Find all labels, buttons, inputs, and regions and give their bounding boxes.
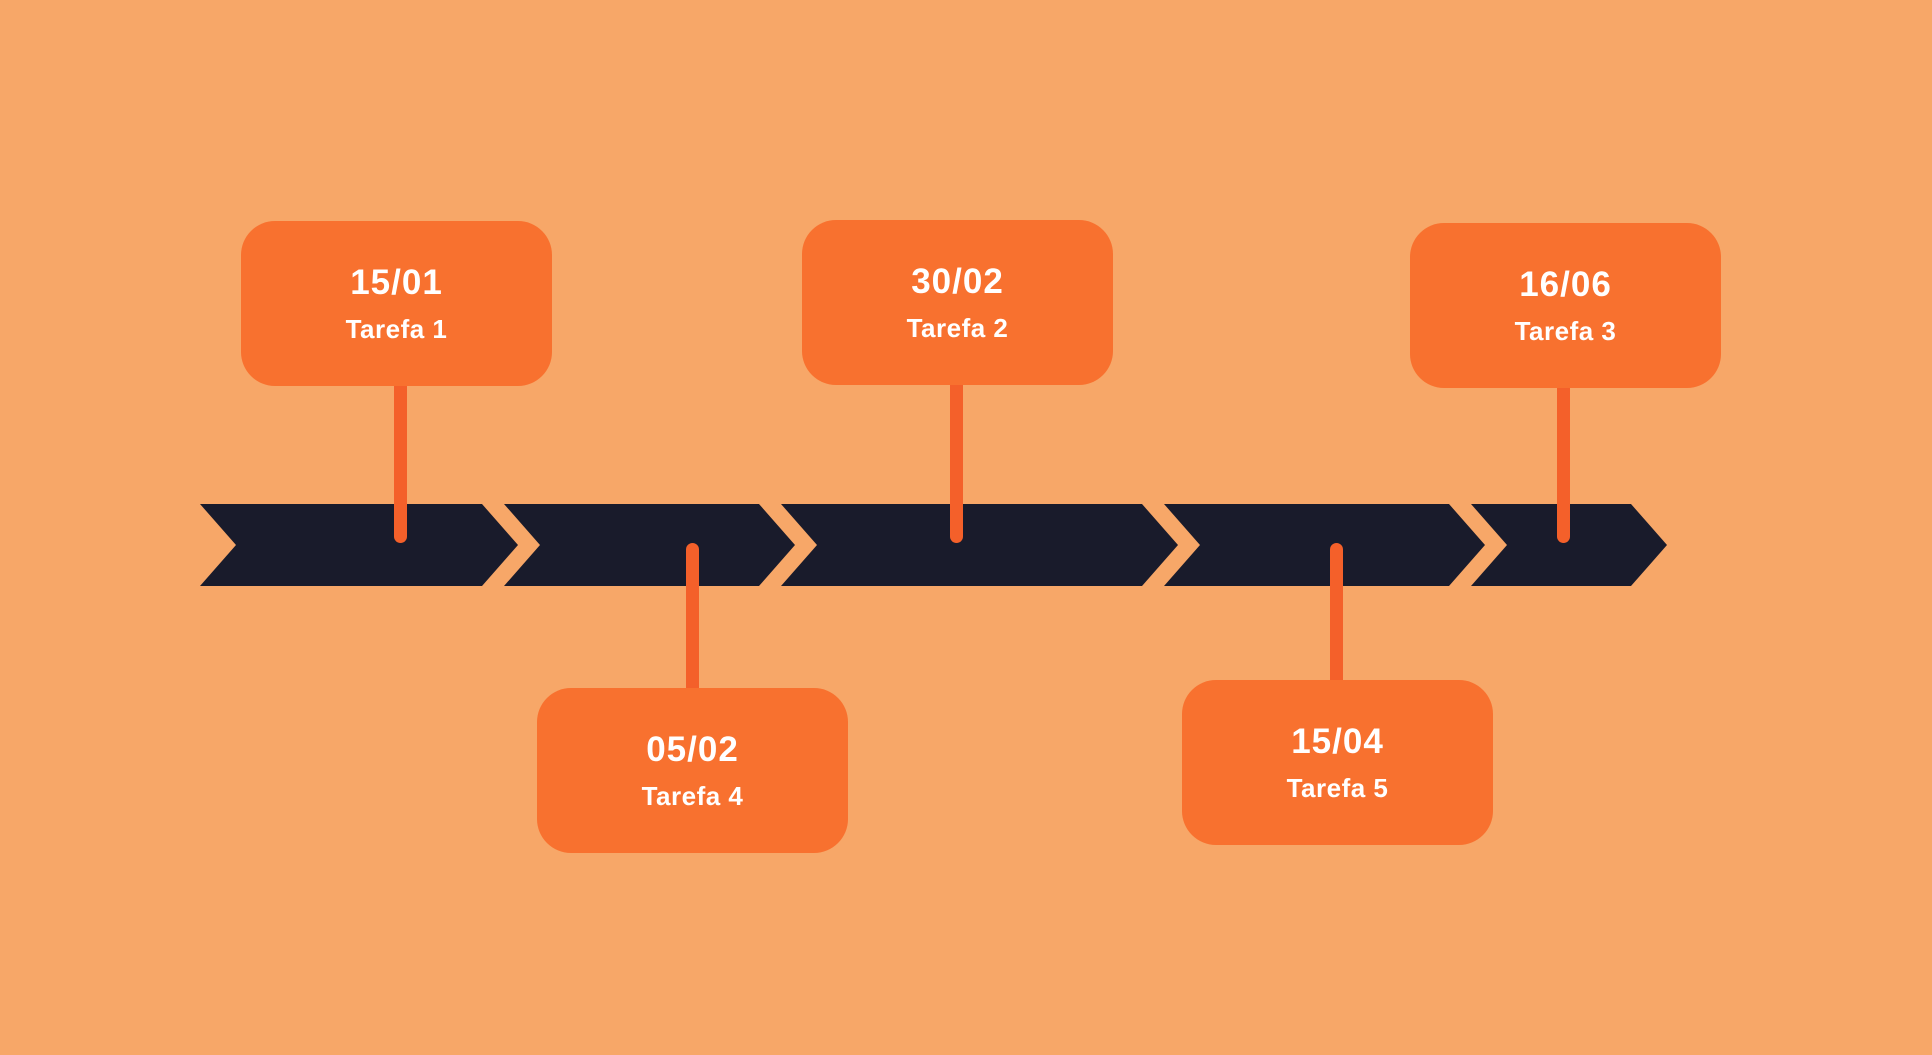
milestone-date: 30/02 xyxy=(911,262,1004,301)
milestone-label: Tarefa 2 xyxy=(906,313,1009,343)
connector-milestone-2 xyxy=(686,543,699,689)
milestone-date: 15/01 xyxy=(350,263,443,302)
milestone-date: 16/06 xyxy=(1519,265,1612,304)
timeline-segment-3 xyxy=(781,504,1178,586)
milestone-card-2: 05/02 Tarefa 4 xyxy=(537,688,848,853)
milestone-card-1: 15/01 Tarefa 1 xyxy=(241,221,552,386)
timeline-segment-5 xyxy=(1471,504,1667,586)
connector-milestone-4 xyxy=(1330,543,1343,681)
timeline-segment-4 xyxy=(1164,504,1485,586)
timeline-segment-2 xyxy=(504,504,795,586)
connector-milestone-5 xyxy=(1557,387,1570,543)
connector-milestone-1 xyxy=(394,385,407,543)
milestone-label: Tarefa 5 xyxy=(1286,773,1389,803)
milestone-card-4: 15/04 Tarefa 5 xyxy=(1182,680,1493,845)
timeline-segment-1 xyxy=(200,504,518,586)
milestone-label: Tarefa 1 xyxy=(345,314,448,344)
milestone-date: 15/04 xyxy=(1291,722,1384,761)
milestone-card-5: 16/06 Tarefa 3 xyxy=(1410,223,1721,388)
milestone-label: Tarefa 3 xyxy=(1514,316,1617,346)
milestone-date: 05/02 xyxy=(646,730,739,769)
milestone-label: Tarefa 4 xyxy=(641,781,744,811)
connector-milestone-3 xyxy=(950,383,963,543)
milestone-card-3: 30/02 Tarefa 2 xyxy=(802,220,1113,385)
